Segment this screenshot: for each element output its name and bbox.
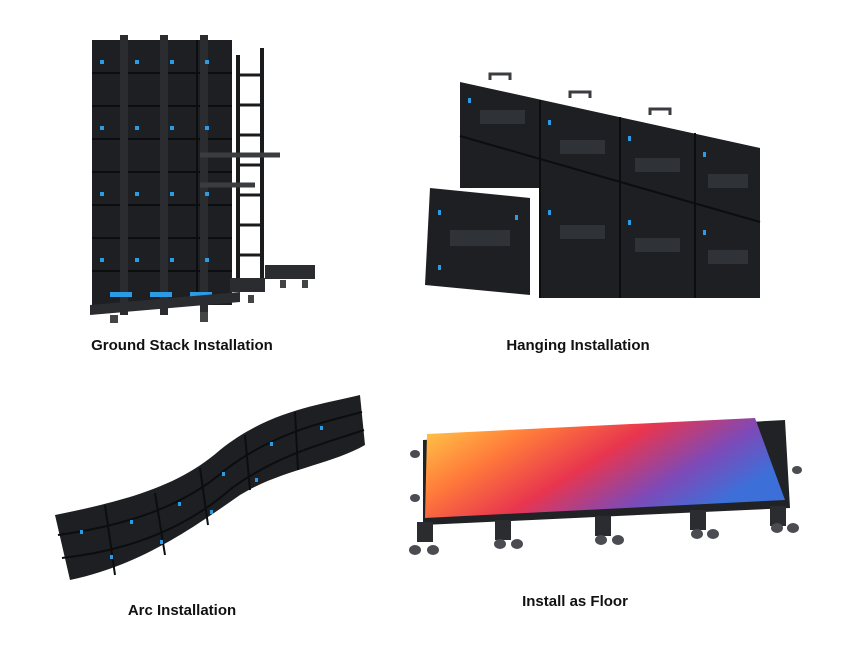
ground-stack-illustration xyxy=(80,30,320,330)
floor-illustration xyxy=(405,410,805,570)
hanging-illustration xyxy=(420,70,780,310)
arc-caption: Arc Installation xyxy=(127,602,237,619)
floor-caption: Install as Floor xyxy=(522,593,628,610)
hanging-caption: Hanging Installation xyxy=(506,337,650,354)
ground-stack-caption: Ground Stack Installation xyxy=(91,337,273,354)
arc-illustration xyxy=(50,390,370,590)
